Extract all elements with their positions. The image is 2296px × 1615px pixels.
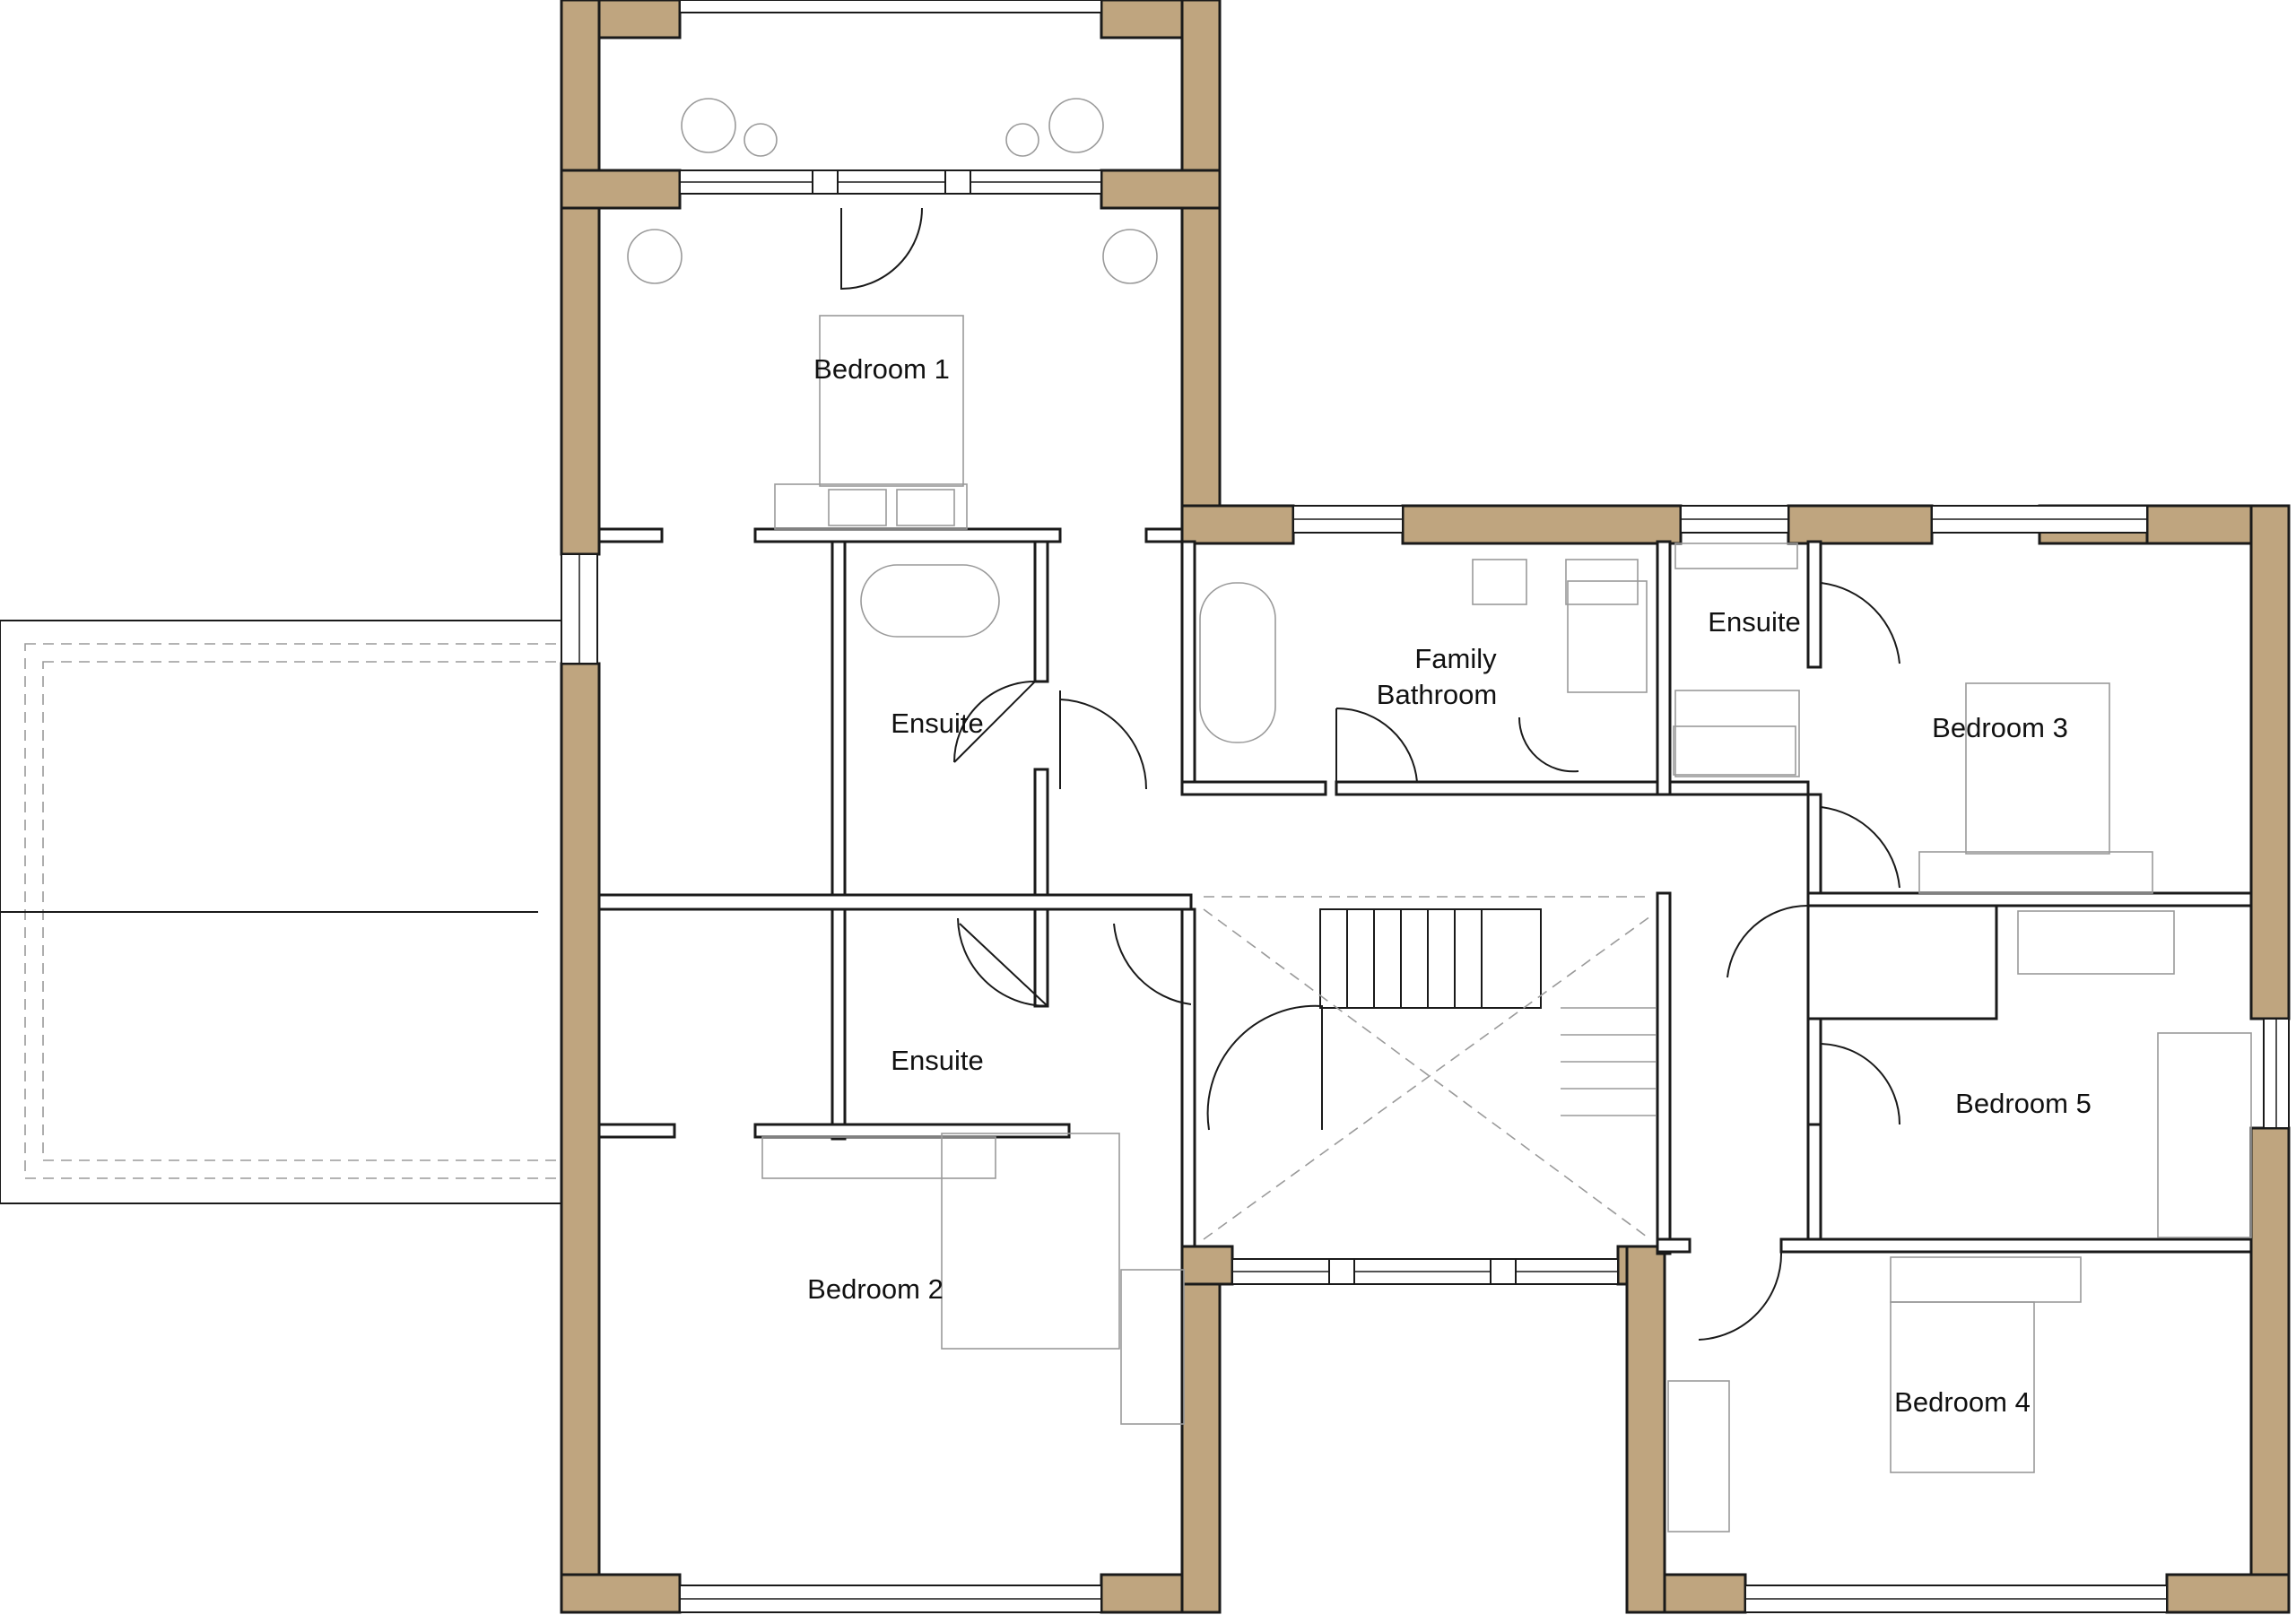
label-ensuite-2: Ensuite: [891, 1045, 983, 1076]
staircase: [1203, 896, 1656, 1240]
windows: [561, 0, 2290, 1613]
label-bedroom-2: Bedroom 2: [807, 1273, 944, 1305]
furniture: [627, 98, 2252, 1533]
roof-terrace: [0, 620, 562, 1204]
label-ensuite-3: Ensuite: [1708, 606, 1800, 638]
label-bedroom-3: Bedroom 3: [1932, 712, 2068, 743]
label-bedroom-4: Bedroom 4: [1894, 1386, 2031, 1418]
label-family-bathroom-line1: Family: [1414, 643, 1497, 674]
label-bedroom-5: Bedroom 5: [1955, 1088, 2092, 1119]
doors: [840, 207, 1900, 1341]
label-family-bathroom-line2: Bathroom: [1377, 679, 1497, 710]
room-labels: Bedroom 1 Ensuite Ensuite Bedroom 2 Fami…: [807, 353, 2092, 1418]
internal-walls: [597, 527, 2253, 1255]
label-bedroom-1: Bedroom 1: [813, 353, 950, 385]
label-ensuite-1: Ensuite: [891, 708, 983, 739]
external-walls: [560, 0, 2291, 1614]
